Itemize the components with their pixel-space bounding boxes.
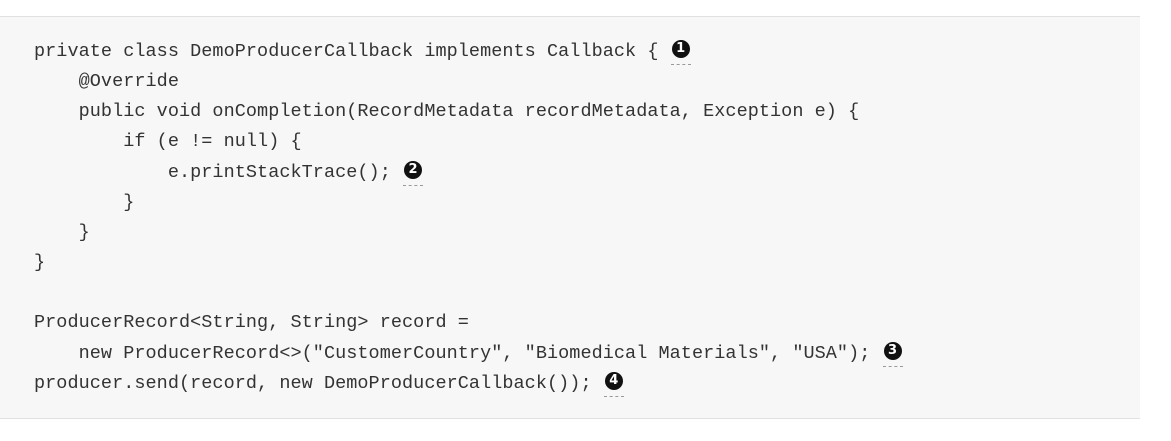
code-text: if (e != null) {	[34, 131, 302, 152]
code-line-12: producer.send(record, new DemoProducerCa…	[34, 369, 624, 399]
callout-marker-1[interactable]: 1	[670, 40, 691, 66]
code-line-8: }	[34, 248, 45, 278]
code-text: @Override	[34, 71, 179, 92]
callout-marker-2[interactable]: 2	[403, 161, 424, 187]
code-text: new ProducerRecord<>("CustomerCountry", …	[34, 343, 882, 364]
code-line-3: public void onCompletion(RecordMetadata …	[34, 97, 860, 127]
code-text: private class DemoProducerCallback imple…	[34, 41, 670, 62]
code-line-2: @Override	[34, 67, 179, 97]
code-line-11: new ProducerRecord<>("CustomerCountry", …	[34, 339, 903, 369]
code-line-10: ProducerRecord<String, String> record =	[34, 308, 469, 338]
code-line-7: }	[34, 218, 90, 248]
code-line-1: private class DemoProducerCallback imple…	[34, 37, 691, 67]
code-text: e.printStackTrace();	[34, 162, 403, 183]
callout-marker-4[interactable]: 4	[603, 372, 624, 398]
code-text: public void onCompletion(RecordMetadata …	[34, 101, 860, 122]
code-text: }	[34, 252, 46, 273]
code-line-5: e.printStackTrace(); 2	[34, 158, 424, 188]
code-text: ProducerRecord<String, String> record =	[34, 312, 469, 333]
code-text: }	[34, 222, 90, 243]
code-line-6: }	[34, 188, 134, 218]
code-listing: private class DemoProducerCallback imple…	[0, 16, 1140, 419]
code-text: }	[34, 192, 135, 213]
code-line-4: if (e != null) {	[34, 127, 302, 157]
callout-marker-3[interactable]: 3	[882, 342, 903, 368]
code-text: producer.send(record, new DemoProducerCa…	[34, 373, 603, 394]
